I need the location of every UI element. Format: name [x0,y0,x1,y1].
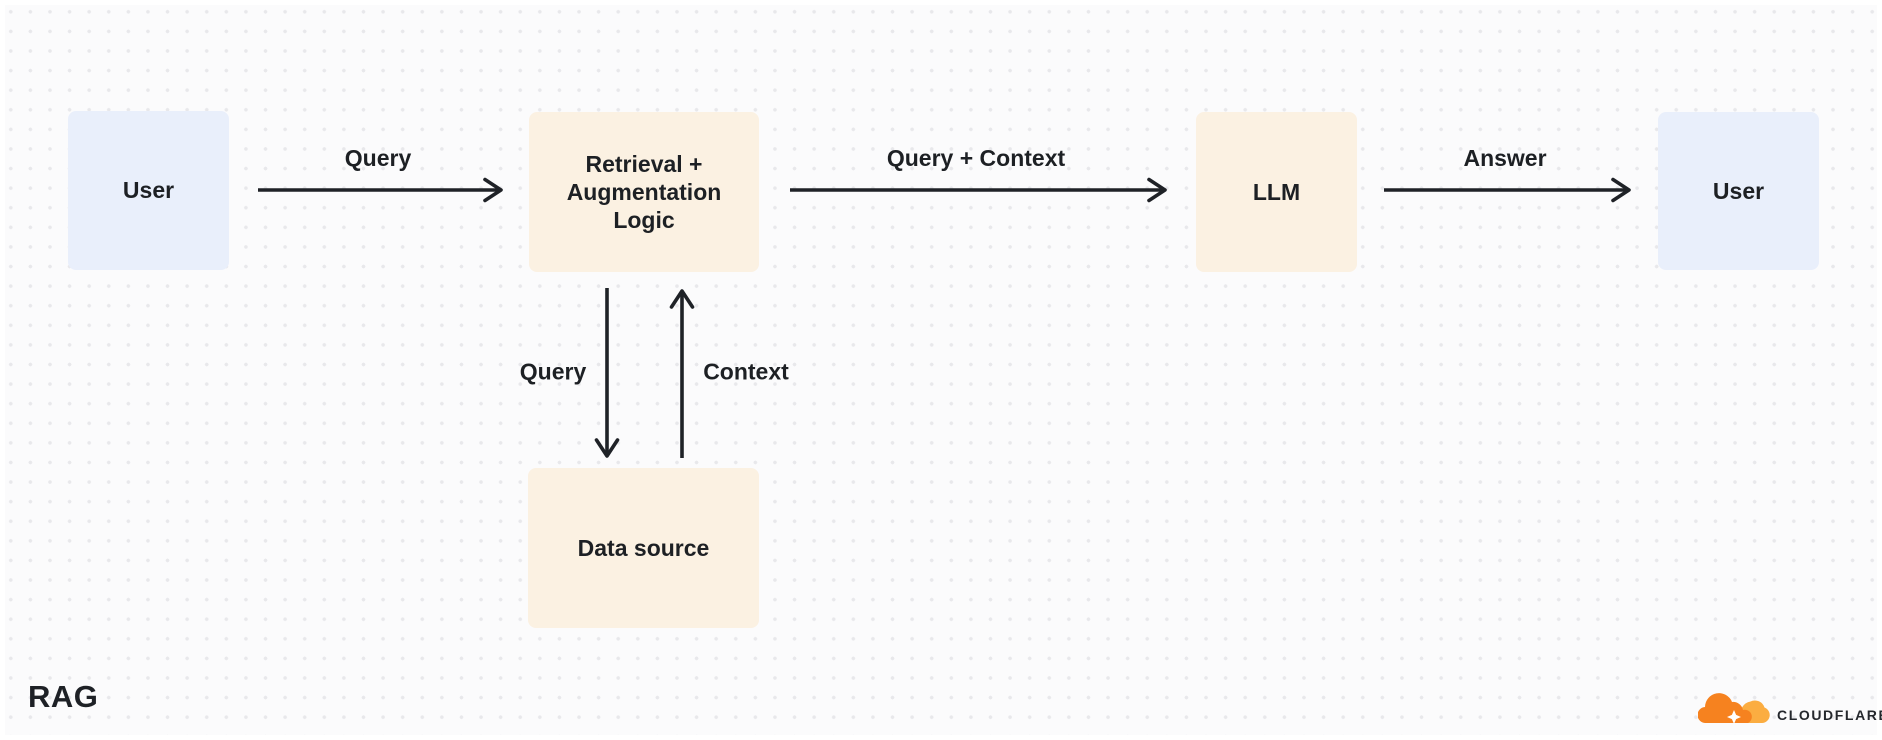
edge-label-context-up: Context [703,358,789,385]
node-llm-label: LLM [1252,178,1301,205]
diagram-canvas: User Retrieval + Augmentation Logic LLM … [5,5,1882,735]
cloudflare-wordmark: CLOUDFLARE [1777,706,1882,723]
edge-label-query-down: Query [519,358,587,385]
arrow-retrieval-to-llm [789,173,1169,207]
node-user-right: User [1658,112,1819,270]
arrow-user-to-retrieval [257,173,505,207]
node-user-right-label: User [1712,177,1765,204]
node-user-left-label: User [122,177,175,204]
node-llm: LLM [1196,112,1357,272]
node-data-source: Data source [528,468,759,628]
node-retrieval-augmentation-logic-label: Retrieval + Augmentation Logic [566,150,722,234]
node-user-left: User [68,111,229,270]
edge-label-query-plus-context: Query + Context [886,145,1066,171]
node-retrieval-augmentation-logic: Retrieval + Augmentation Logic [529,112,759,272]
cloudflare-cloud-icon [1697,691,1770,730]
edge-label-query: Query [344,145,412,171]
cloudflare-logo: CLOUDFLARE [1697,691,1882,730]
edge-label-answer: Answer [1463,145,1547,171]
node-data-source-label: Data source [577,534,710,561]
arrow-retrieval-to-datasource [590,287,624,460]
diagram-title: RAG [28,679,99,714]
arrow-datasource-to-retrieval [665,287,699,460]
arrow-llm-to-user [1383,173,1633,207]
